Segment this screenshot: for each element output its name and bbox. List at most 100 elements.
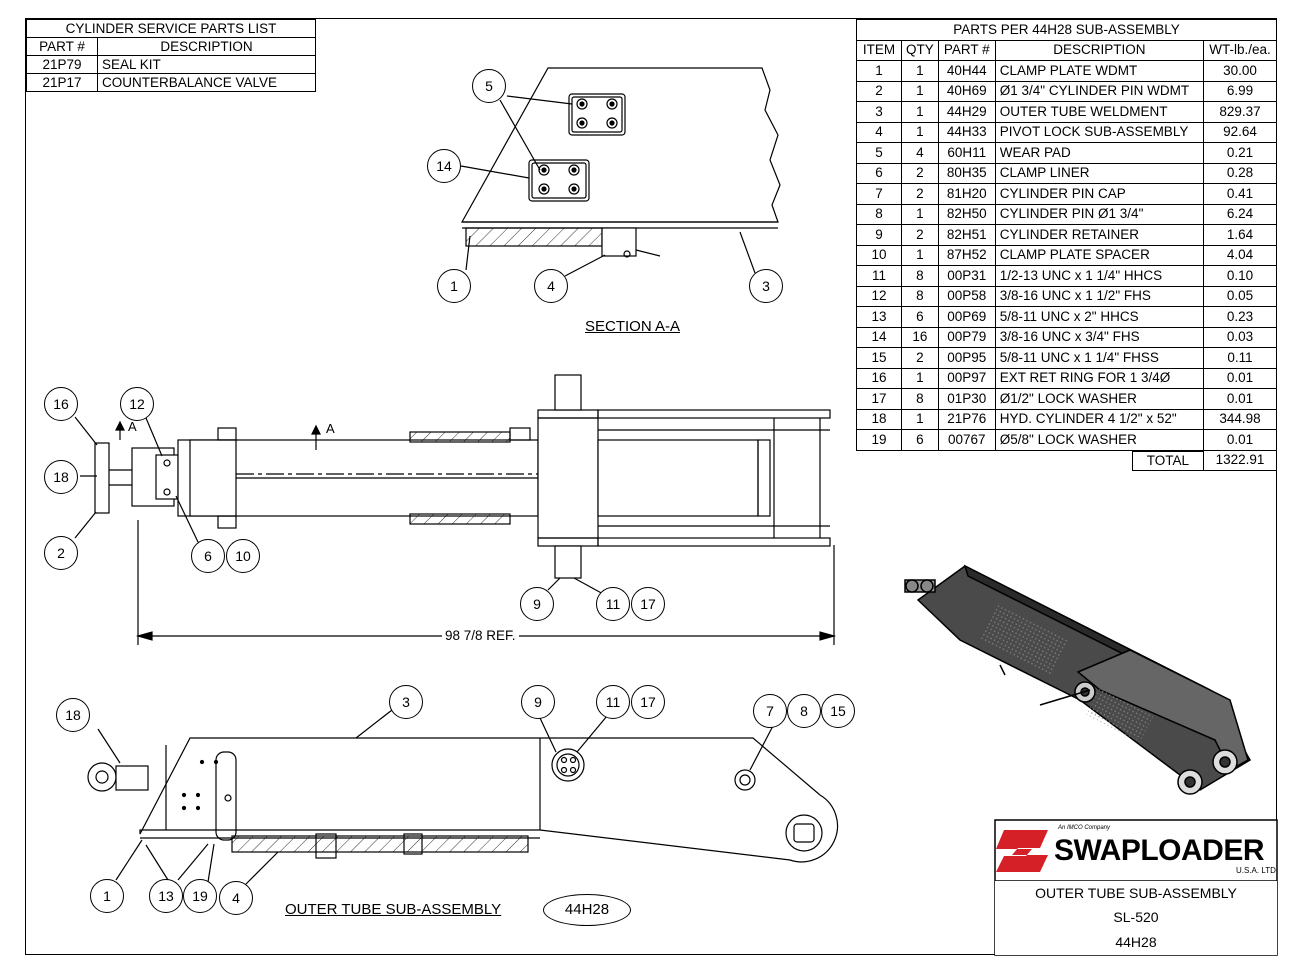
bom-description: Ø5/8" LOCK WASHER	[994, 429, 1205, 451]
callout-balloon: 5	[472, 69, 506, 103]
bom-weight: 30.00	[1203, 60, 1277, 82]
drawing-title: OUTER TUBE SUB-ASSEMBLY	[995, 881, 1277, 905]
logo-tagline: An IMCO Company	[1058, 825, 1111, 831]
section-mark-left: A	[128, 419, 137, 434]
callout-balloon: 7	[753, 694, 787, 728]
bom-part: 60H11	[937, 142, 996, 164]
callout-balloon: 17	[631, 685, 665, 719]
bom-total-label: TOTAL	[1131, 450, 1204, 471]
callout-balloon: 12	[120, 387, 154, 421]
bom-item: 14	[856, 326, 902, 348]
bom-description: OUTER TUBE WELDMENT	[994, 101, 1205, 123]
bom-weight: 0.01	[1203, 388, 1277, 410]
service-header-description: DESCRIPTION	[97, 37, 316, 56]
bom-weight: 344.98	[1203, 408, 1277, 430]
callout-balloon: 2	[44, 536, 78, 570]
bom-weight: 0.11	[1203, 347, 1277, 369]
bom-item: 10	[856, 244, 902, 266]
bom-item: 15	[856, 347, 902, 369]
view-label: OUTER TUBE SUB-ASSEMBLY	[285, 901, 502, 918]
bom-item: 6	[856, 162, 902, 184]
bom-description: EXT RET RING FOR 1 3/4Ø	[994, 367, 1205, 389]
callout-balloon: 1	[90, 879, 124, 913]
callout-balloon: 18	[44, 460, 78, 494]
bom-weight: 0.05	[1203, 285, 1277, 307]
bom-description: 5/8-11 UNC x 2" HHCS	[994, 306, 1205, 328]
bom-description: CLAMP PLATE WDMT	[994, 60, 1205, 82]
bom-part: 40H69	[937, 80, 996, 102]
bom-description: 5/8-11 UNC x 1 1/4" FHSS	[994, 347, 1205, 369]
service-part-description: SEAL KIT	[97, 55, 316, 74]
bom-part: 00P97	[937, 367, 996, 389]
bom-weight: 0.41	[1203, 183, 1277, 205]
bom-weight: 0.01	[1203, 429, 1277, 451]
swaploader-logo-mark	[996, 830, 1048, 872]
callout-balloon: 1	[437, 269, 471, 303]
callout-balloon: 3	[389, 685, 423, 719]
bom-description: 1/2-13 UNC x 1 1/4" HHCS	[994, 265, 1205, 287]
view-code-ellipse: 44H28	[543, 894, 631, 926]
bom-part: 21P76	[937, 408, 996, 430]
callout-balloon: 18	[56, 698, 90, 732]
service-header-part: PART #	[26, 37, 98, 56]
callout-balloon: 8	[787, 694, 821, 728]
isometric-view	[904, 564, 1252, 795]
side-view	[87, 709, 839, 885]
bom-weight: 6.99	[1203, 80, 1277, 102]
bom-description: PIVOT LOCK SUB-ASSEMBLY	[994, 121, 1205, 143]
bom-part: 82H51	[937, 224, 996, 246]
bom-total-value: 1322.91	[1203, 449, 1277, 471]
bom-weight: 0.23	[1203, 306, 1277, 328]
bom-qty: 6	[901, 429, 939, 451]
service-part-number: 21P17	[26, 73, 98, 92]
callout-balloon: 16	[44, 387, 78, 421]
bom-header-weight: WT-lb./ea.	[1203, 39, 1277, 61]
bom-item: 13	[856, 306, 902, 328]
bom-item: 19	[856, 429, 902, 451]
bom-header-part: PART #	[937, 39, 996, 61]
bom-qty: 16	[901, 326, 939, 348]
bom-description: CYLINDER PIN Ø1 3/4"	[994, 203, 1205, 225]
bom-description: 3/8-16 UNC x 3/4" FHS	[994, 326, 1205, 348]
callout-balloon: 4	[534, 269, 568, 303]
callout-balloon: 11	[596, 587, 630, 621]
section-a-a-view	[460, 67, 781, 277]
drawing-frame	[25, 18, 1277, 955]
bom-description: CLAMP PLATE SPACER	[994, 244, 1205, 266]
callout-balloon: 19	[183, 879, 217, 913]
section-a-a-label: SECTION A-A	[585, 318, 681, 335]
callout-balloon: 9	[521, 685, 555, 719]
bom-part: 81H20	[937, 183, 996, 205]
callout-balloon: 3	[749, 269, 783, 303]
logo-subtitle: U.S.A. LTD.	[1236, 866, 1279, 875]
logo-name: SWAPLOADER	[1054, 834, 1265, 867]
bom-description: WEAR PAD	[994, 142, 1205, 164]
callout-balloon: 17	[631, 587, 665, 621]
callout-balloon: 4	[219, 881, 253, 915]
bom-item: 12	[856, 285, 902, 307]
callout-balloon: 9	[520, 587, 554, 621]
callout-balloon: 13	[149, 879, 183, 913]
callout-balloon: 14	[427, 149, 461, 183]
bom-item: 5	[856, 142, 902, 164]
service-parts-table: CYLINDER SERVICE PARTS LIST PART # DESCR…	[26, 19, 316, 92]
callout-balloon: 11	[596, 685, 630, 719]
service-part-description: COUNTERBALANCE VALVE	[97, 73, 316, 92]
overall-length-dimension: 98 7/8 REF.	[442, 628, 519, 643]
bom-description: CYLINDER RETAINER	[994, 224, 1205, 246]
callout-balloon: 15	[821, 694, 855, 728]
bom-part: 40H44	[937, 60, 996, 82]
bom-part: 87H52	[937, 244, 996, 266]
